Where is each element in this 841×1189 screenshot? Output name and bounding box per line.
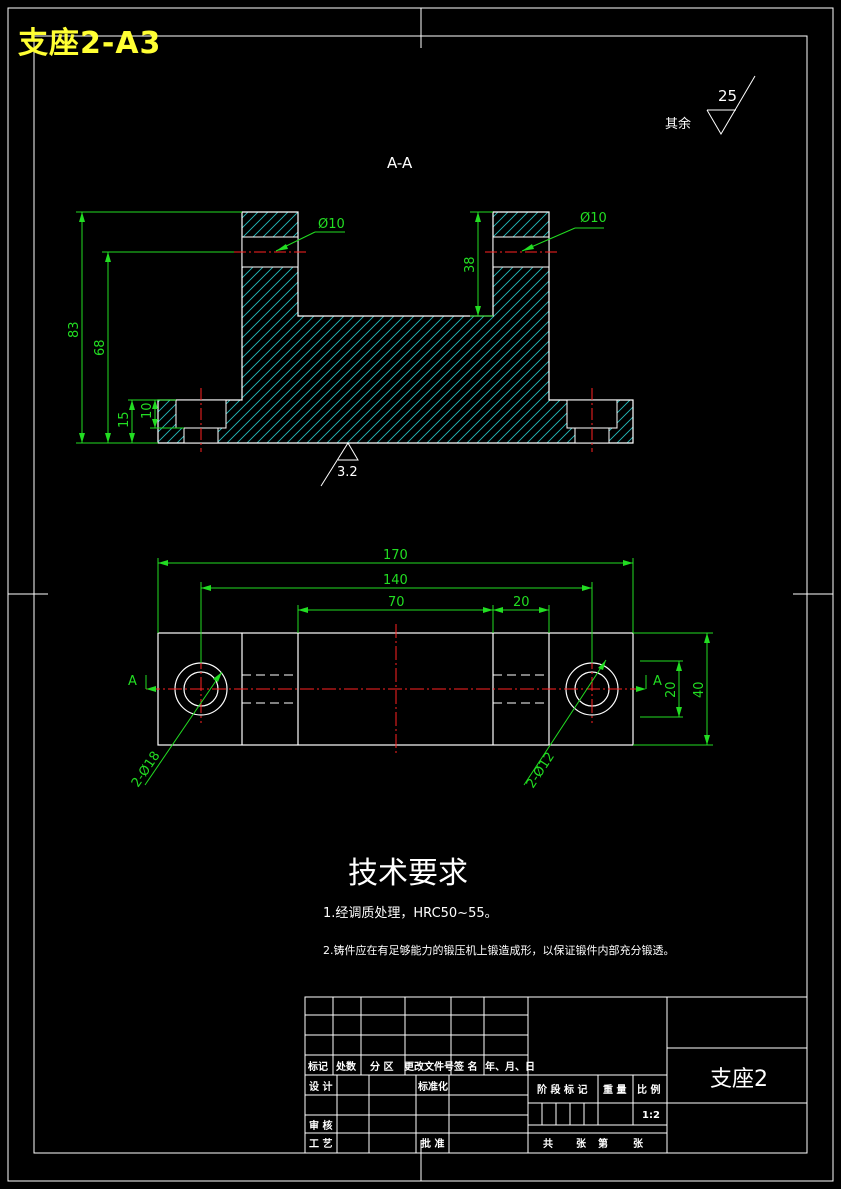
dim-bore-right: 2-Ø12: [524, 750, 558, 792]
cut-label-left: A: [128, 674, 137, 689]
tb-total: 共: [543, 1137, 553, 1150]
roughness-base-value: 3.2: [337, 465, 358, 480]
tb-approve: 批 准: [421, 1137, 444, 1150]
tech-requirements-title: 技术要求: [348, 856, 468, 891]
dim-38: 38: [463, 256, 478, 273]
tb-design: 设 计: [309, 1080, 332, 1093]
top-dimensions: [144, 558, 713, 786]
tb-scale-label: 比 例: [637, 1083, 660, 1096]
cut-label-right: A: [653, 674, 662, 689]
tb-stage: 阶 段 标 记: [537, 1083, 587, 1096]
tb-col-mark: 标记: [307, 1060, 328, 1073]
sheet-frame: [7, 7, 834, 1182]
tb-sheet-unit: 张: [633, 1137, 644, 1150]
section-dim-arrows: [79, 212, 534, 443]
tb-col-docno: 更改文件号: [404, 1060, 454, 1073]
dim-20-side: 20: [664, 681, 679, 698]
dim-140: 140: [383, 573, 408, 588]
roughness-other-label: 其余: [665, 116, 691, 132]
tb-part-name: 支座2: [710, 1067, 768, 1092]
sheet-title: 支座2-A3: [18, 26, 162, 61]
tb-review: 审 核: [309, 1119, 332, 1132]
dim-10: 10: [140, 402, 155, 419]
dim-170: 170: [383, 548, 408, 563]
dim-20-top: 20: [513, 595, 530, 610]
section-label: A-A: [387, 154, 413, 172]
dim-40: 40: [692, 681, 707, 698]
tech-requirement-2: 2.铸件应在有足够能力的锻压机上锻造成形，以保证锻件内部充分锻透。: [323, 944, 675, 957]
dim-70: 70: [388, 595, 405, 610]
roughness-base-symbol: 3.2: [320, 442, 359, 487]
top-view-hidden-lines: [242, 674, 549, 704]
section-body: [157, 211, 634, 444]
tech-requirement-1: 1.经调质处理，HRC50~55。: [323, 906, 498, 921]
dim-hole-right: Ø10: [580, 211, 607, 226]
title-block: [304, 996, 808, 1154]
tb-col-zone: 分 区: [370, 1060, 393, 1073]
top-dim-arrows: [146, 560, 710, 745]
roughness-other-symbol: 其余 25: [665, 75, 756, 135]
tb-sheets: 张: [576, 1137, 587, 1150]
tb-weight: 重 量: [603, 1083, 626, 1096]
dim-68: 68: [93, 339, 108, 356]
dim-15: 15: [117, 411, 132, 428]
tb-nth: 第: [598, 1137, 608, 1150]
tb-standard: 标准化: [417, 1080, 448, 1093]
tb-process: 工 艺: [309, 1137, 332, 1150]
roughness-other-value: 25: [718, 87, 737, 105]
section-view: [157, 211, 634, 452]
tb-col-sign: 签 名: [453, 1060, 477, 1073]
top-view-centerlines: [146, 624, 645, 755]
tb-col-date: 年、月、日: [485, 1060, 535, 1073]
dim-hole-left: Ø10: [318, 217, 345, 232]
dim-83: 83: [67, 321, 82, 338]
tb-scale: 1:2: [642, 1110, 660, 1121]
tb-col-count: 处数: [335, 1060, 357, 1073]
